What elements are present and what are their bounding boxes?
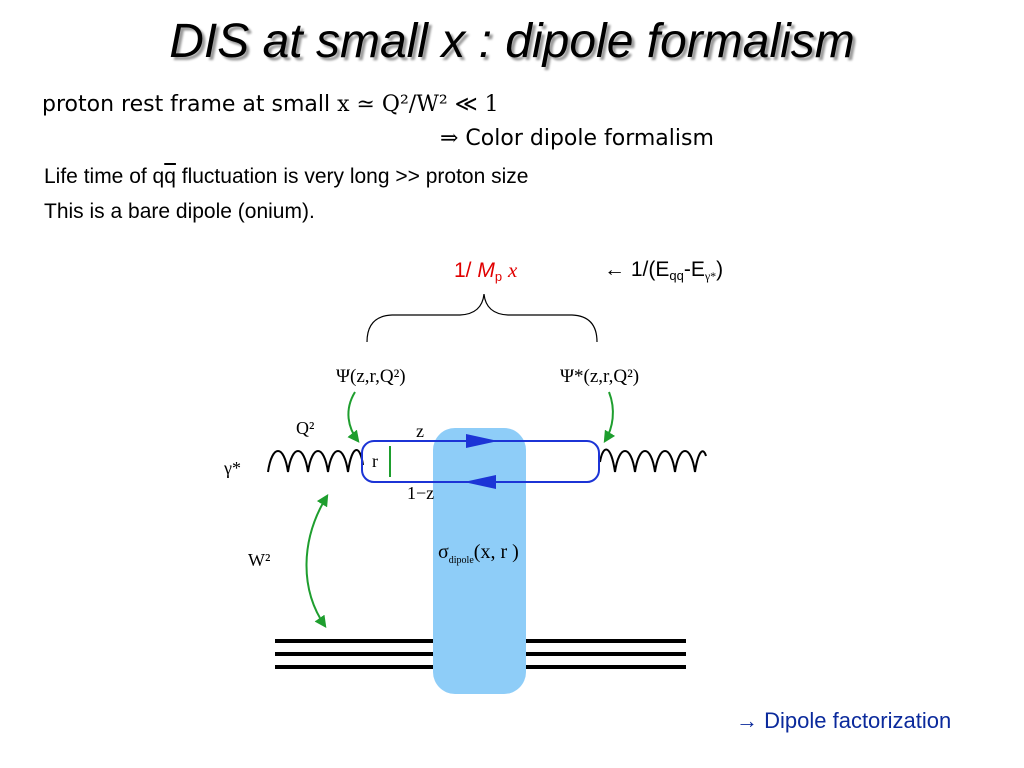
right-arrow-icon: →: [736, 708, 758, 733]
psi-right-label: Ψ*(z,r,Q²): [560, 366, 639, 387]
energy-close: ): [716, 258, 724, 281]
energy-denominator: ← 1/(Eqq-Eγ*): [604, 258, 723, 284]
sigma-dipole-label: σdipole(x, r ): [438, 541, 519, 566]
one-minus-z-label: 1−z: [407, 483, 434, 503]
left-arrow-icon: ←: [604, 258, 625, 281]
proton-mass-symbol: M: [477, 259, 495, 282]
dipole-formalism-text: Color dipole formalism: [458, 126, 714, 151]
kinematics-math: x ≃ Q²/W² ≪ 1: [337, 92, 499, 117]
psi-right-arrow: [603, 391, 616, 444]
dipole-factorization-text: Dipole factorization: [758, 708, 952, 733]
implies-arrow: ⇒: [440, 126, 459, 151]
photon-line-left: [267, 449, 364, 473]
sigma-arguments: (x, r ): [474, 541, 519, 563]
w2-arrow: [305, 493, 329, 628]
lifetime-text-b: fluctuation is very long >> proton size: [175, 165, 529, 188]
lifetime-prefix: 1/: [454, 259, 478, 282]
sigma-symbol: σ: [438, 541, 449, 563]
z-label: z: [416, 421, 424, 441]
photon-line-right: [599, 448, 707, 473]
antiquark-arrow: [464, 475, 496, 489]
bare-dipole-statement: This is a bare dipole (onium).: [44, 200, 315, 223]
dipole-cross-section-band: [433, 428, 526, 694]
r-label: r: [372, 451, 378, 471]
lifetime-statement: Life time of qq fluctuation is very long…: [44, 165, 528, 189]
gamma-star-label: γ*: [223, 458, 241, 478]
lifetime-text-a: Life time of q: [44, 165, 165, 188]
energy-main: 1/(E: [625, 258, 670, 281]
dipole-factorization-note: → Dipole factorization: [736, 708, 951, 734]
bjorken-x-symbol: x: [507, 258, 518, 282]
proton-subscript: p: [494, 269, 503, 284]
kinematics-line-2: ⇒ Color dipole formalism: [440, 126, 714, 151]
gamma-subscript: γ*: [704, 269, 717, 283]
quark-arrow: [466, 434, 498, 448]
kinematics-text: proton rest frame at small: [42, 92, 338, 117]
page-title: DIS at small x : dipole formalism: [169, 15, 855, 68]
q2-label: Q²: [296, 418, 314, 438]
energy-dash: -E: [683, 258, 705, 281]
lifetime-expression: 1/ Mp x: [454, 258, 517, 284]
antiquark-symbol: q: [164, 165, 176, 188]
qq-subscript: qq: [669, 268, 684, 283]
sigma-subscript: dipole: [449, 555, 475, 566]
time-brace: [366, 293, 598, 343]
kinematics-line-1: proton rest frame at small x ≃ Q²/W² ≪ 1: [42, 92, 499, 117]
psi-left-label: Ψ(z,r,Q²): [336, 366, 406, 387]
w2-label: W²: [248, 550, 270, 570]
psi-left-arrow: [347, 391, 360, 443]
